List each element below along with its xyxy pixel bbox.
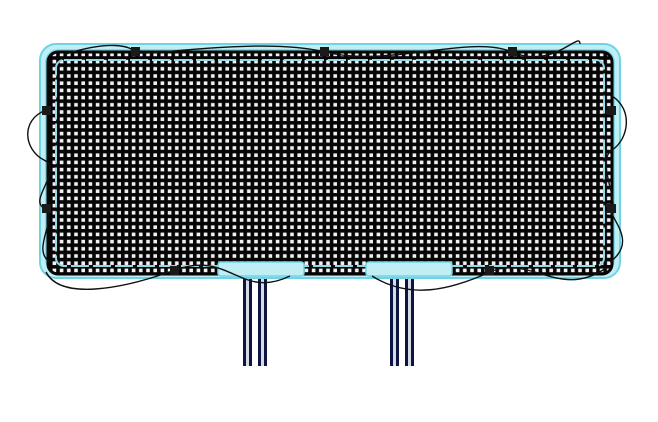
connector [170,266,179,275]
connector [508,47,517,56]
connector [131,47,140,56]
cable-left [27,109,51,263]
cable-right [605,95,628,263]
connector [42,106,51,115]
connectors [42,47,616,275]
connector [607,106,616,115]
connector [320,47,329,56]
led-matrix-panel [46,50,614,276]
connector [607,204,616,213]
support-posts [243,276,414,366]
connector [485,266,494,275]
bottom-brackets [217,261,453,277]
connector [42,204,51,213]
